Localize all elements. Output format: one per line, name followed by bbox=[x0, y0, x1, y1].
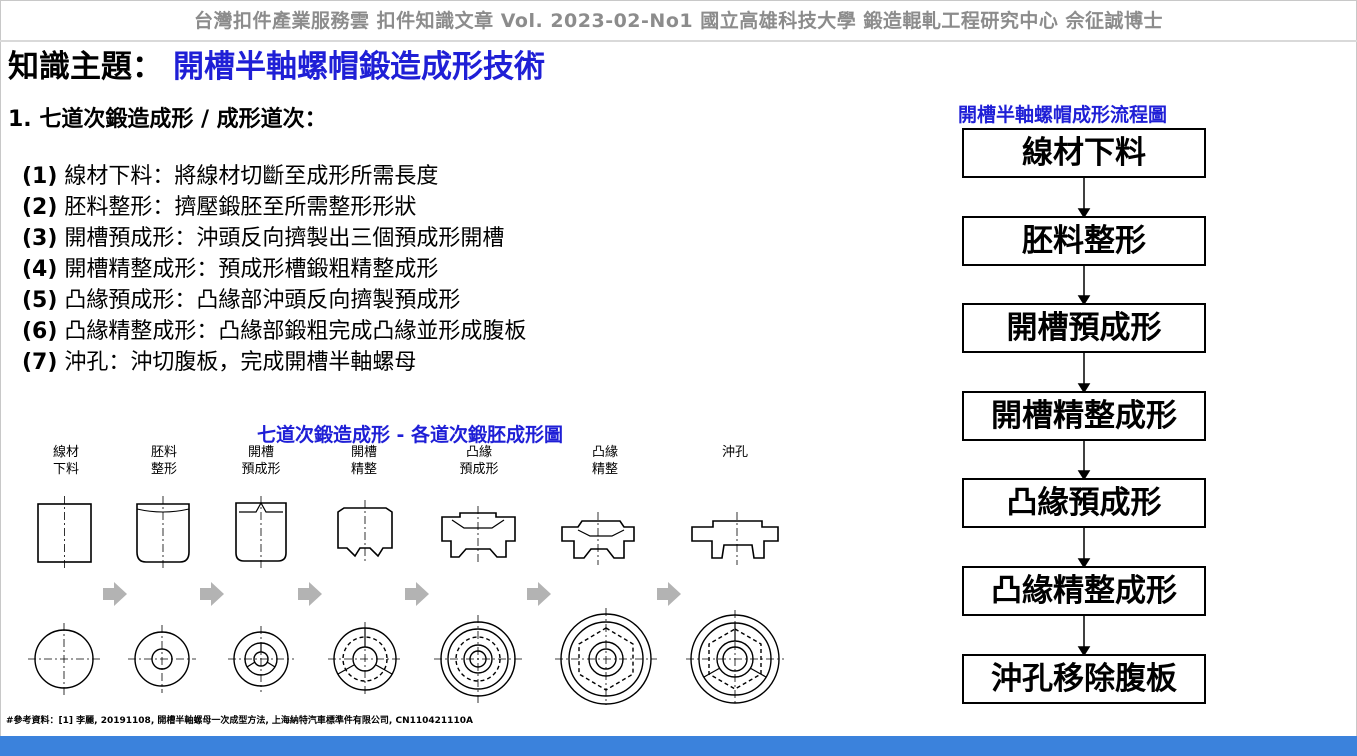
step-number: (7) bbox=[22, 350, 58, 375]
stage-label: 沖孔 bbox=[721, 445, 748, 460]
stage-2-section bbox=[136, 496, 190, 570]
step-text: 凸緣精整成形：凸緣部鍛粗完成凸緣並形成腹板 bbox=[64, 319, 527, 344]
flow-box-flange-finish: 凸緣精整成形 bbox=[962, 566, 1206, 616]
section-heading: 1. 七道次鍛造成形 / 成形道次： bbox=[8, 107, 327, 132]
forging-stages-drawing bbox=[28, 496, 784, 705]
stage-5-section bbox=[441, 506, 516, 565]
flowchart-title: 開槽半軸螺帽成形流程圖 bbox=[958, 104, 1168, 126]
stage-7-section bbox=[691, 512, 779, 565]
list-item: (7) 沖孔：沖切腹板，完成開槽半軸螺母 bbox=[22, 347, 526, 378]
stage-2-plan bbox=[128, 625, 196, 693]
list-item: (5) 凸緣預成形：凸緣部沖頭反向擠製預成形 bbox=[22, 285, 526, 316]
reference-footnote: #參考資料：[1] 李麗, 20191108, 開槽半軸螺母一次成型方法, 上海… bbox=[6, 716, 473, 726]
list-item: (3) 開槽預成形：沖頭反向擠製出三個預成形開槽 bbox=[22, 223, 526, 254]
step-number: (4) bbox=[22, 257, 58, 282]
header-divider bbox=[0, 40, 1357, 42]
forming-steps-list: (1) 線材下料：將線材切斷至成形所需長度 (2) 胚料整形：擠壓鍛胚至所需整形… bbox=[22, 161, 526, 378]
stage-label: 線材下料 bbox=[52, 445, 79, 477]
flow-box-slot-preform: 開槽預成形 bbox=[962, 303, 1206, 353]
step-number: (5) bbox=[22, 288, 58, 313]
stage-6-plan bbox=[555, 608, 657, 705]
list-item: (6) 凸緣精整成形：凸緣部鍛粗完成凸緣並形成腹板 bbox=[22, 316, 526, 347]
flow-box-blank-shaping: 胚料整形 bbox=[962, 216, 1206, 266]
stage-6-section bbox=[561, 512, 635, 565]
step-number: (3) bbox=[22, 226, 58, 251]
bottom-bar bbox=[0, 736, 1357, 756]
step-text: 開槽精整成形：預成形槽鍛粗精整成形 bbox=[64, 257, 439, 282]
stage-1-section bbox=[37, 496, 92, 570]
stage-3-section bbox=[235, 496, 287, 570]
knowledge-topic: 知識主題： 開槽半軸螺帽鍛造成形技術 bbox=[8, 44, 545, 90]
list-item: (4) 開槽精整成形：預成形槽鍛粗精整成形 bbox=[22, 254, 526, 285]
stage-5-plan bbox=[434, 615, 522, 703]
stage-4-section bbox=[337, 500, 393, 564]
stage-4-plan bbox=[328, 622, 402, 696]
topic-label: 知識主題： bbox=[8, 49, 163, 85]
page-header: 台灣扣件產業服務雲 扣件知識文章 Vol. 2023-02-No1 國立高雄科技… bbox=[194, 10, 1163, 32]
list-item: (2) 胚料整形：擠壓鍛胚至所需整形形狀 bbox=[22, 192, 526, 223]
step-number: (1) bbox=[22, 164, 58, 189]
step-text: 凸緣預成形：凸緣部沖頭反向擠製預成形 bbox=[64, 288, 461, 313]
process-arrows bbox=[103, 582, 681, 606]
stage-7-plan bbox=[686, 610, 784, 705]
step-number: (2) bbox=[22, 195, 58, 220]
step-text: 沖孔：沖切腹板，完成開槽半軸螺母 bbox=[64, 350, 417, 375]
flow-box-piercing: 沖孔移除腹板 bbox=[962, 654, 1206, 704]
stage-label: 開槽預成形 bbox=[241, 445, 281, 477]
step-text: 線材下料：將線材切斷至成形所需長度 bbox=[64, 164, 439, 189]
stage-label: 凸緣預成形 bbox=[459, 445, 499, 477]
step-text: 胚料整形：擠壓鍛胚至所需整形形狀 bbox=[64, 195, 417, 220]
stage-label: 開槽精整 bbox=[350, 445, 377, 477]
stage-label: 胚料整形 bbox=[150, 445, 177, 477]
figure-title: 七道次鍛造成形 - 各道次鍛胚成形圖 bbox=[256, 424, 564, 446]
stage-1-plan bbox=[28, 623, 100, 695]
flow-box-wire-cutting: 線材下料 bbox=[962, 128, 1206, 178]
stage-label: 凸緣精整 bbox=[591, 445, 618, 477]
stage-3-plan bbox=[228, 626, 294, 692]
topic-title: 開槽半軸螺帽鍛造成形技術 bbox=[173, 49, 545, 85]
step-number: (6) bbox=[22, 319, 58, 344]
flow-box-flange-preform: 凸緣預成形 bbox=[962, 478, 1206, 528]
flow-box-slot-finish: 開槽精整成形 bbox=[962, 391, 1206, 441]
list-item: (1) 線材下料：將線材切斷至成形所需長度 bbox=[22, 161, 526, 192]
step-text: 開槽預成形：沖頭反向擠製出三個預成形開槽 bbox=[64, 226, 505, 251]
